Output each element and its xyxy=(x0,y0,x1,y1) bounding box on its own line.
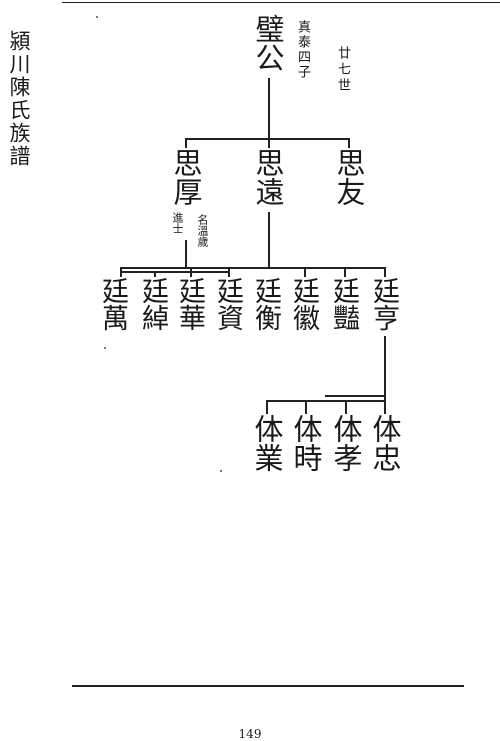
grandsons-bar xyxy=(120,267,386,269)
grandson-drop xyxy=(154,271,156,277)
grandson1-stem xyxy=(384,336,386,402)
grandson-name: 廷徽 xyxy=(288,277,319,331)
grandson-name: 廷華 xyxy=(174,277,205,331)
ancestor-stem xyxy=(268,78,270,140)
great-grandson-name: 体業 xyxy=(250,414,284,472)
son-degree-note: 進士 xyxy=(171,212,184,234)
scan-speck xyxy=(104,347,106,349)
grandson-name: 廷豔 xyxy=(328,277,359,331)
great-grandson-drop xyxy=(345,400,347,414)
son-name: 思厚 xyxy=(169,148,203,206)
great-grandson-drop xyxy=(384,400,386,414)
great-grandsons-bar xyxy=(266,400,386,402)
scan-speck xyxy=(220,470,222,472)
great-grandson-name: 体時 xyxy=(289,414,323,472)
sons-bar xyxy=(185,138,350,140)
great-grandsons-bar-upper xyxy=(325,395,386,397)
grandson-name: 廷衡 xyxy=(250,277,281,331)
page-number: 149 xyxy=(238,727,262,741)
bottom-rule xyxy=(72,685,464,687)
ancestor-name: 璧公 xyxy=(251,14,285,72)
great-grandson-name: 体孝 xyxy=(329,414,363,472)
great-grandson-drop xyxy=(266,400,268,414)
son-alias-note: 名溫歲 xyxy=(196,214,209,247)
grandson-drop xyxy=(304,267,306,277)
son-name: 思友 xyxy=(332,148,366,206)
son-drop-2 xyxy=(268,138,270,148)
grandson-name: 廷綽 xyxy=(137,277,168,331)
generation-label: 廿七世 xyxy=(335,46,350,94)
scan-speck xyxy=(96,16,98,18)
genealogy-title: 潁川陳氏族譜 xyxy=(7,30,31,168)
great-grandson-drop xyxy=(305,400,307,414)
grandsons-bar-lower xyxy=(120,271,230,273)
grandson-drop xyxy=(384,267,386,277)
great-grandson-name: 体忠 xyxy=(368,414,402,472)
son3-stem xyxy=(185,240,187,268)
top-rule xyxy=(62,2,500,3)
grandson-drop xyxy=(120,267,122,277)
son-drop-1 xyxy=(348,138,350,148)
son-name: 思遠 xyxy=(251,148,285,206)
son-drop-3 xyxy=(185,138,187,148)
grandson-name: 廷萬 xyxy=(97,277,128,331)
son2-stem xyxy=(268,212,270,268)
grandson-drop xyxy=(344,267,346,277)
ancestor-note: 真泰四子 xyxy=(295,20,310,80)
grandson-drop xyxy=(228,267,230,277)
grandson-name: 廷亨 xyxy=(368,277,399,331)
grandson-drop xyxy=(190,267,192,277)
grandson-name: 廷資 xyxy=(212,277,243,331)
